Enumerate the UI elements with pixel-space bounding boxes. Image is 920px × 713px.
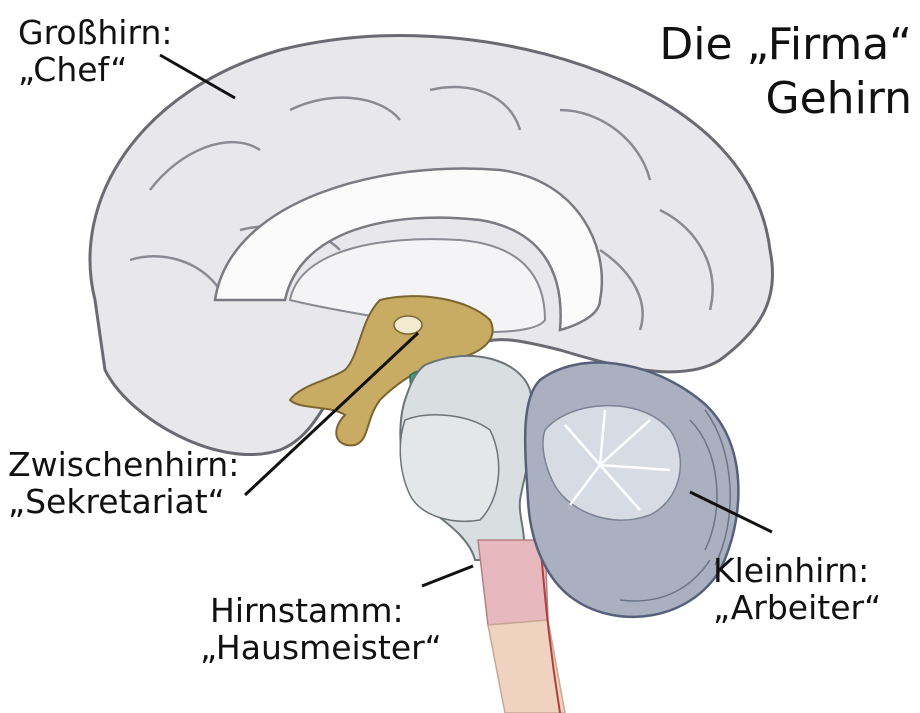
medulla <box>478 540 548 625</box>
label-kleinhirn: Kleinhirn: „Arbeiter“ <box>713 553 881 627</box>
label-grosshirn-name: Großhirn: <box>18 15 173 52</box>
diencephalon-highlight <box>394 316 422 334</box>
label-kleinhirn-role: „Arbeiter“ <box>713 590 881 627</box>
label-zwischenhirn-name: Zwischenhirn: <box>8 447 239 484</box>
title-line-1: Die „Firma“ <box>659 18 912 72</box>
leader-hirnstamm <box>422 566 473 586</box>
label-hirnstamm-role: „Hausmeister“ <box>200 630 442 667</box>
label-grosshirn: Großhirn: „Chef“ <box>18 15 173 89</box>
label-zwischenhirn-role: „Sekretariat“ <box>8 484 239 521</box>
label-zwischenhirn: Zwischenhirn: „Sekretariat“ <box>8 447 239 521</box>
title-line-2: Gehirn <box>659 72 912 126</box>
page-title: Die „Firma“ Gehirn <box>659 18 912 125</box>
pons <box>400 415 498 521</box>
label-grosshirn-role: „Chef“ <box>18 52 173 89</box>
label-hirnstamm-name: Hirnstamm: <box>210 593 442 630</box>
label-kleinhirn-name: Kleinhirn: <box>713 553 881 590</box>
label-hirnstamm: Hirnstamm: „Hausmeister“ <box>205 593 442 667</box>
